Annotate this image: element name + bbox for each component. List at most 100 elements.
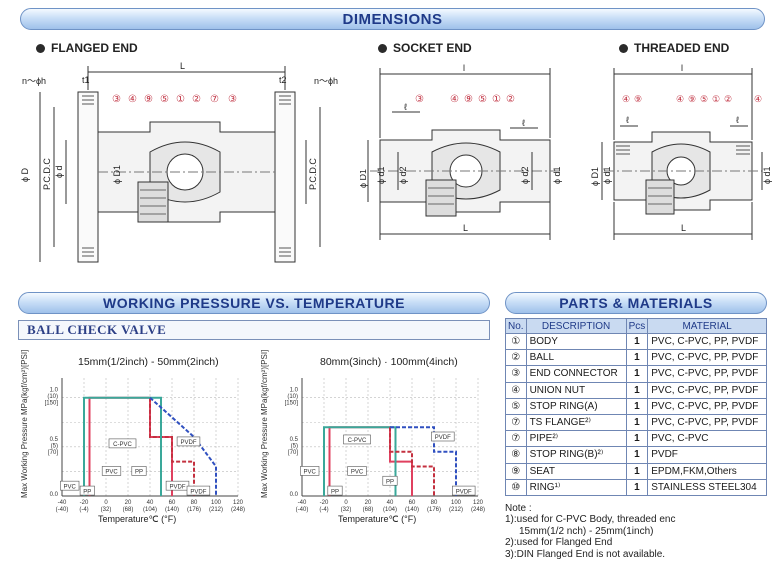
series-tag-box [131,466,147,476]
series-tag-box [382,475,398,486]
chart-title: 15mm(1/2inch) - 50mm(2inch) [78,356,219,368]
series-tag: PVDF [190,489,206,495]
cell-pcs: 1 [625,381,649,399]
series-tag: PP [331,489,339,495]
callout-threaded-1: ④ [622,94,630,104]
dim-threaded-phi-D1: ϕ D1 [590,167,600,186]
cell-no: ⑦ [505,413,527,432]
callout-flanged-8: ③ [228,94,237,105]
dim-pcd-left: P.C.D.C [42,158,52,190]
series-tag-box [343,434,371,445]
series-tag-box [347,466,367,476]
bullet-icon [36,43,45,53]
cell-no: ⑩ [505,478,527,496]
series-tag: C-PVC [348,438,367,444]
threaded-end-label: THREADED END [619,41,729,55]
series-tag: PVDF [169,484,185,490]
dim-threaded-phi-d1: ϕ d1 [602,166,612,184]
dim-threaded-l-top: l [681,63,683,73]
x-tick-label: -20(-4) [79,500,89,513]
x-tick-label: 120(248) [471,500,485,513]
y-tick-label: 0.5(5)[70] [48,437,59,456]
x-tick-label: 120(248) [231,500,245,513]
dimensions-banner: DIMENSIONS [20,8,765,30]
y-tick-label: 1.0(10)[150] [285,388,299,407]
cell-no: ② [505,349,527,367]
flanged-end-label: FLANGED END [36,41,138,55]
threaded-end-drawing: ④ ⑨ ④ ⑨ ⑤ ① ② ④ l ℓ ℓ L ϕ D1 ϕ d1 ϕ d1 [590,62,774,252]
series-tag-box [60,480,80,491]
callout-flanged-1: ③ [112,94,121,105]
cell-no: ⑦ [505,430,527,448]
flanged-end-text: FLANGED END [51,41,138,55]
dim-socket-phi-d1b: ϕ d1 [552,166,562,184]
x-tick-label: 80(176) [427,500,441,513]
y-tick-label: 0.0 [290,492,299,498]
callout-flanged-2: ④ [128,94,137,105]
series-tag-box [79,485,95,496]
cell-material: PVC, C-PVC, PP, PVDF [647,397,767,415]
col-pcs: Pcs [625,318,649,334]
threaded-end-text: THREADED END [634,41,730,55]
series-tag: PVDF [180,440,196,446]
dim-L: L [180,62,185,71]
series-tag: PVDF [435,435,451,441]
cell-pcs: 1 [625,332,649,351]
right-flange-shape [274,91,296,263]
x-tick-label: 100(212) [209,500,223,513]
socket-end-drawing: ③ ④ ⑨ ⑤ ① ② l ℓ ℓ L ϕ D1 ϕ d1 ϕ d2 ϕ d2 … [360,62,590,252]
series-tag: PVC [351,470,364,476]
dim-socket-phi-D1: ϕ D1 [360,169,368,188]
series-tag: PVC [304,470,317,476]
series-line [390,426,457,496]
x-tick-label: 60(140) [165,500,179,513]
dim-t1: t1 [82,75,90,85]
callout-threaded-2: ⑨ [634,94,642,104]
cell-pcs: 1 [625,478,649,496]
callout-socket-3: ⑨ [464,94,473,105]
cell-pcs: 1 [625,349,649,367]
x-tick-label: -20(-4) [319,500,329,513]
series-line [149,396,217,496]
series-line [83,396,162,496]
dim-socket-l-right: ℓ [522,118,526,128]
cell-no: ④ [505,381,527,399]
cell-no: ⑨ [505,462,527,480]
working-pressure-banner: WORKING PRESSURE VS. TEMPERATURE [18,292,490,314]
series-tag: PP [386,479,394,485]
series-tag-box [108,438,137,449]
x-tick-label: 0(32) [341,500,352,513]
bullet-icon [378,43,387,53]
dim-t2: t2 [279,75,287,85]
series-tag: PP [83,489,91,495]
dim-socket-L: L [463,223,468,233]
note-line: 1):used for C-PVC Body, threaded enc [505,514,676,526]
dim-phi-d: ϕ d [54,165,64,178]
series-tag: PVC [105,470,118,476]
dim-socket-phi-d2b: ϕ d2 [520,166,530,184]
x-tick-label: -40(-40) [296,500,309,513]
callout-threaded-3: ④ [676,94,684,104]
cell-material: EPDM,FKM,Others [647,462,767,480]
x-tick-label: 60(140) [405,500,419,513]
callout-socket-6: ② [506,94,515,105]
dim-threaded-phi-d1b: ϕ d1 [762,166,772,184]
dim-n-phi-h-right: n～ϕh [314,76,338,86]
series-tag-box [165,480,190,491]
cell-pcs: 1 [625,365,649,383]
callout-socket-5: ① [492,94,501,105]
cell-no: ⑤ [505,397,527,415]
series-tag-box [327,485,343,496]
series-tag-box [101,466,122,476]
cell-material: PVC, C-PVC, PP, PVDF [647,413,767,432]
series-tag: PVC [64,484,77,490]
bullet-icon [619,43,628,53]
callout-flanged-3: ⑨ [144,94,153,105]
cell-material: PVC, C-PVC [647,430,767,448]
